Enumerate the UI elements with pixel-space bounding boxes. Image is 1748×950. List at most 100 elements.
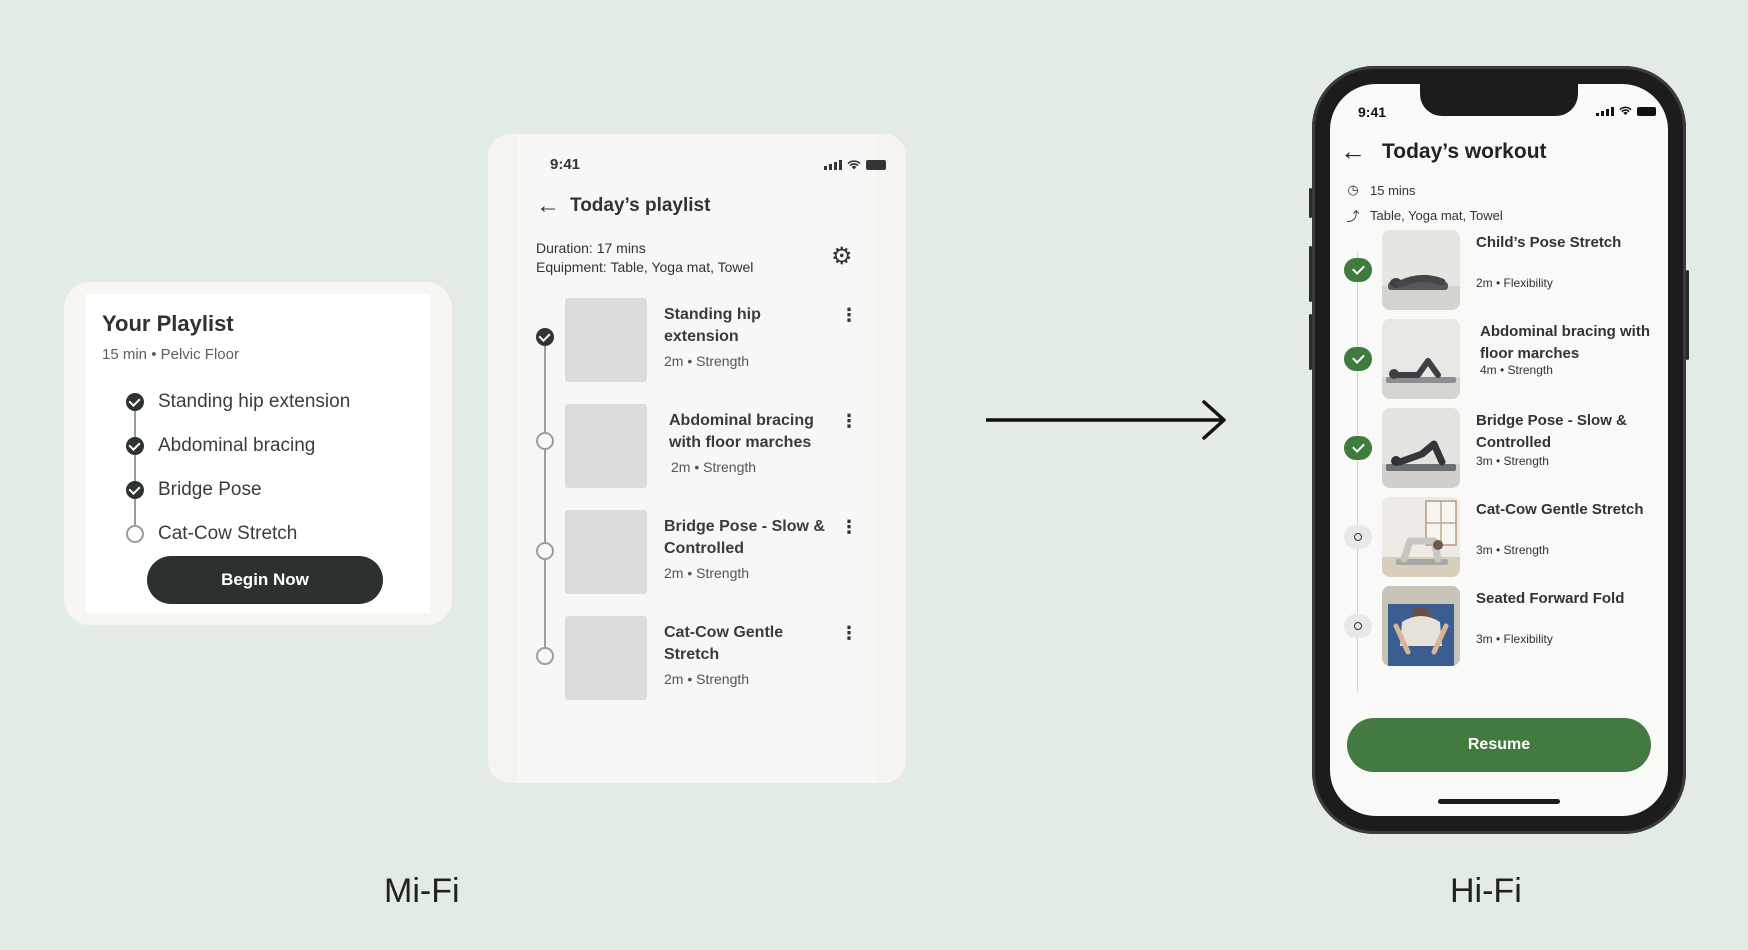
check-circle-icon: [1344, 258, 1372, 282]
list-item[interactable]: Cat-Cow Gentle Stretch 2m • Strength ⋮: [518, 616, 876, 700]
status-time: 9:41: [1358, 104, 1387, 120]
arrow-left-icon[interactable]: ←: [1340, 136, 1366, 166]
list-item[interactable]: Abdominal bracing with floor marches 2m …: [518, 404, 876, 488]
empty-circle-icon: [1344, 525, 1372, 549]
your-playlist-card: Your Playlist 15 min • Pelvic Floor Stan…: [64, 282, 452, 625]
check-circle-icon: [1344, 347, 1372, 371]
midfi-screen-body: 9:41 ← Today’s playlist Duration: 17 min…: [518, 134, 886, 783]
page-title: Today’s workout: [1382, 140, 1547, 163]
kebab-icon[interactable]: ⋮: [840, 623, 858, 643]
kebab-icon[interactable]: ⋮: [840, 517, 858, 537]
exercise-thumbnail: [1382, 230, 1460, 310]
list-item[interactable]: Bridge Pose - Slow & Controlled 3m • Str…: [1330, 408, 1668, 488]
exercise-detail: 4m • Strength: [1480, 363, 1553, 377]
empty-circle-icon: [126, 525, 144, 543]
exercise-name: Bridge Pose - Slow & Controlled: [1476, 412, 1627, 451]
exercise-detail: 3m • Strength: [1476, 454, 1549, 468]
list-item[interactable]: Standing hip extension 2m • Strength ⋮: [518, 298, 876, 382]
card-title: Your Playlist: [102, 311, 234, 336]
kebab-icon[interactable]: ⋮: [840, 411, 858, 431]
list-item-label: Standing hip extension: [158, 391, 351, 412]
progress-rail: [544, 334, 546, 656]
duration-text: 15 mins: [1370, 182, 1416, 198]
dumbbell-icon: ⤴: [1346, 209, 1360, 224]
signal-icon: [824, 160, 842, 170]
your-playlist-card-body: Your Playlist 15 min • Pelvic Floor Stan…: [86, 294, 430, 613]
list-item[interactable]: Cat-Cow Stretch: [126, 512, 350, 556]
list-item[interactable]: Child’s Pose Stretch 2m • Flexibility: [1330, 230, 1668, 310]
exercise-thumbnail-placeholder: [565, 298, 647, 382]
signal-icon: [1596, 107, 1614, 116]
list-item[interactable]: Bridge Pose - Slow & Controlled 2m • Str…: [518, 510, 876, 594]
hifi-workout-screen: 9:41 ← Today’s workout ◷ 15 mins ⤴ Table…: [1330, 84, 1668, 816]
list-item[interactable]: Standing hip extension: [126, 380, 350, 424]
exercise-name: Cat-Cow Gentle Stretch: [664, 624, 784, 663]
empty-circle-icon: [536, 432, 554, 450]
phone-side-button: [1686, 270, 1689, 360]
exercise-name: Standing hip extension: [664, 306, 761, 345]
wifi-icon: [847, 160, 861, 170]
duration-text: Duration: 17 mins: [536, 240, 646, 256]
exercise-detail: 2m • Strength: [664, 671, 750, 687]
list-item[interactable]: Abdominal bracing with floor marches 4m …: [1330, 319, 1668, 399]
check-circle-icon: [536, 328, 554, 346]
resume-button[interactable]: Resume: [1347, 718, 1651, 772]
exercise-detail: 2m • Flexibility: [1476, 276, 1553, 290]
battery-icon: [1637, 107, 1656, 116]
duration-row: ◷ 15 mins: [1346, 182, 1416, 198]
exercise-thumbnail-placeholder: [565, 510, 647, 594]
exercise-name: Cat-Cow Gentle Stretch: [1476, 501, 1644, 518]
page-title: Today’s playlist: [570, 195, 711, 216]
exercise-name: Abdominal bracing with floor marches: [669, 412, 814, 451]
list-item[interactable]: Bridge Pose: [126, 468, 350, 512]
check-circle-icon: [126, 437, 144, 455]
empty-circle-icon: [536, 647, 554, 665]
phone-side-button: [1309, 314, 1312, 370]
phone-side-button: [1309, 188, 1312, 218]
exercise-thumbnail: [1382, 408, 1460, 488]
begin-now-button[interactable]: Begin Now: [147, 556, 383, 604]
clock-icon: ◷: [1347, 182, 1359, 197]
check-circle-icon: [126, 393, 144, 411]
hifi-caption: Hi-Fi: [1450, 872, 1522, 910]
workout-meta: Duration: 17 mins Equipment: Table, Yoga…: [536, 239, 753, 277]
exercise-detail: 3m • Flexibility: [1476, 632, 1553, 646]
status-icons: [824, 160, 886, 170]
wifi-icon: [1619, 106, 1632, 116]
list-item[interactable]: Seated Forward Fold 3m • Flexibility: [1330, 586, 1668, 666]
phone-notch: [1420, 84, 1578, 116]
exercise-detail: 2m • Strength: [671, 459, 757, 475]
exercise-name: Child’s Pose Stretch: [1476, 234, 1622, 251]
list-item[interactable]: Abdominal bracing: [126, 424, 350, 468]
empty-circle-icon: [536, 542, 554, 560]
arrow-right-icon: [986, 400, 1226, 440]
check-circle-icon: [1344, 436, 1372, 460]
status-time: 9:41: [550, 156, 581, 173]
hifi-phone-mockup: 9:41 ← Today’s workout ◷ 15 mins ⤴ Table…: [1309, 66, 1689, 834]
battery-icon: [866, 160, 886, 170]
kebab-icon[interactable]: ⋮: [840, 305, 858, 325]
playlist-list: Standing hip extension Abdominal bracing…: [126, 380, 350, 556]
exercise-detail: 2m • Strength: [664, 565, 750, 581]
home-indicator: [1438, 799, 1560, 804]
status-icons: [1596, 106, 1656, 116]
progress-rail: [1357, 252, 1358, 692]
list-item[interactable]: Cat-Cow Gentle Stretch 3m • Strength: [1330, 497, 1668, 577]
gear-icon[interactable]: ⚙: [831, 243, 853, 270]
exercise-name: Bridge Pose - Slow & Controlled: [664, 518, 825, 557]
phone-side-button: [1309, 246, 1312, 302]
list-item-label: Bridge Pose: [158, 479, 262, 500]
equipment-text: Equipment: Table, Yoga mat, Towel: [536, 259, 754, 275]
exercise-thumbnail: [1382, 319, 1460, 399]
exercise-thumbnail-placeholder: [565, 404, 647, 488]
exercise-detail: 2m • Strength: [664, 353, 750, 369]
check-circle-icon: [126, 481, 144, 499]
exercise-detail: 3m • Strength: [1476, 543, 1549, 557]
progress-rail: [134, 398, 136, 526]
list-item-label: Abdominal bracing: [158, 435, 316, 456]
list-item-label: Cat-Cow Stretch: [158, 523, 298, 544]
card-subtitle: 15 min • Pelvic Floor: [102, 346, 239, 363]
arrow-left-icon[interactable]: ←: [536, 192, 560, 219]
mifi-caption: Mi-Fi: [384, 872, 460, 910]
equipment-text: Table, Yoga mat, Towel: [1370, 208, 1503, 223]
